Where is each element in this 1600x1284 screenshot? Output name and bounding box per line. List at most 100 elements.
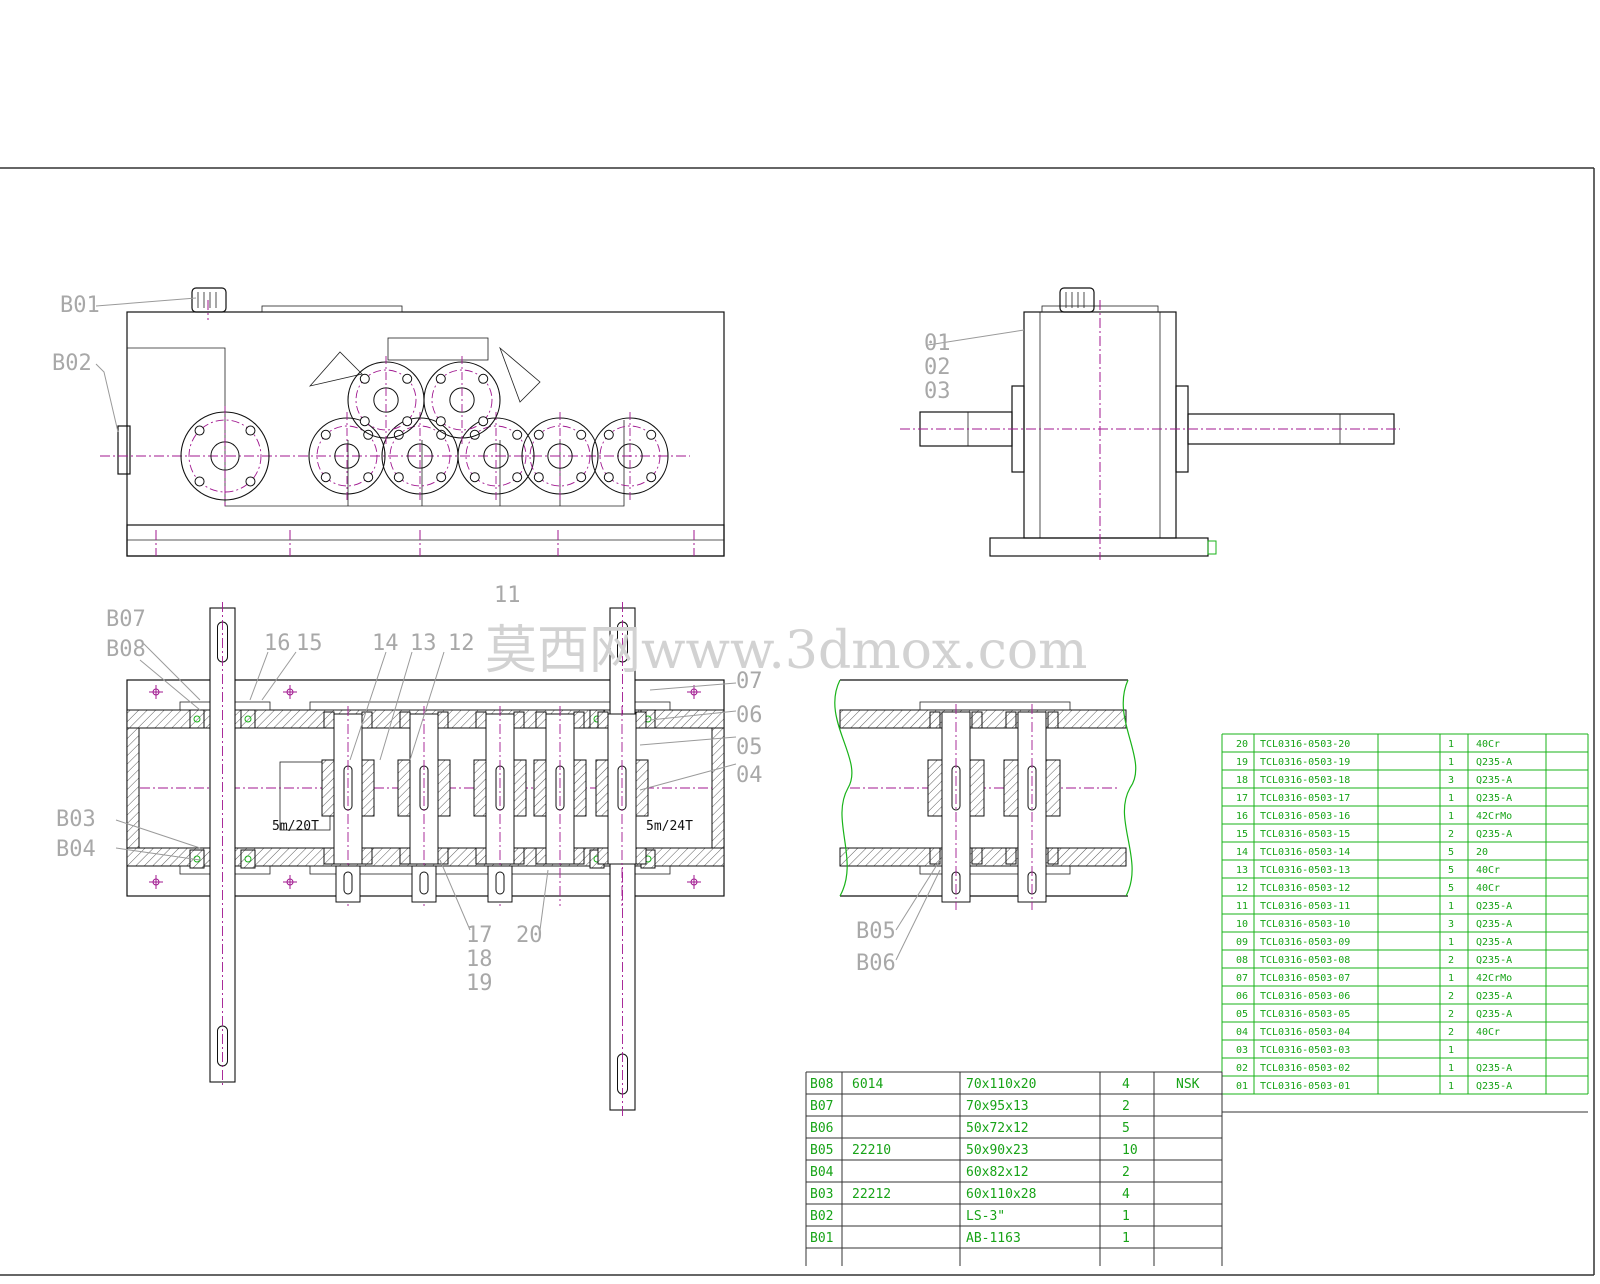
parts-row-no: 19 — [1236, 757, 1248, 768]
gear-bore — [334, 443, 360, 469]
bearing — [535, 711, 547, 729]
std-row-brand: NSK — [1176, 1077, 1200, 1092]
gear-bore — [617, 443, 643, 469]
bolt-hole — [646, 472, 657, 483]
parts-row-qty: 1 — [1448, 901, 1454, 912]
section-view-shafts-gears — [149, 602, 701, 1116]
parts-row-material: Q235-A — [1476, 793, 1512, 804]
std-row-qty: 1 — [1122, 1231, 1130, 1246]
bearing — [437, 847, 449, 865]
parts-row-material: 40Cr — [1476, 1027, 1500, 1038]
seal-ring — [244, 855, 252, 863]
parts-row-no: 05 — [1236, 1009, 1248, 1020]
parts-row-no: 16 — [1236, 811, 1248, 822]
std-row-no: B03 — [810, 1187, 833, 1202]
parts-row-code: TCL0316-0503-14 — [1260, 847, 1350, 858]
gear-note-right: 5m/24T — [646, 819, 693, 834]
bearing — [1005, 847, 1017, 865]
parts-row-material: 40Cr — [1476, 739, 1500, 750]
label-18: 18 — [466, 947, 493, 972]
breather-plug-icon — [191, 287, 227, 313]
parts-row-material: 40Cr — [1476, 865, 1500, 876]
gear-bore — [407, 443, 433, 469]
label-06: 06 — [736, 703, 763, 728]
seal-ring — [244, 715, 252, 723]
bearing — [1047, 711, 1059, 729]
std-row-size: 60x82x12 — [966, 1165, 1029, 1180]
label-12: 12 — [448, 631, 475, 656]
parts-row-qty: 2 — [1448, 1009, 1454, 1020]
watermark-text: 莫西网www.3dmox.com — [485, 621, 1087, 681]
bolt-hole — [603, 429, 614, 440]
label-20: 20 — [516, 923, 543, 948]
parts-row-no: 10 — [1236, 919, 1248, 930]
parts-row-qty: 1 — [1448, 757, 1454, 768]
bolt-hole — [469, 472, 480, 483]
bolt-hole — [245, 476, 256, 487]
label-19: 19 — [466, 971, 493, 996]
parts-row-code: TCL0316-0503-20 — [1260, 739, 1350, 750]
bearing — [971, 711, 983, 729]
label-17: 17 — [466, 923, 493, 948]
parts-row-material: 40Cr — [1476, 883, 1500, 894]
parts-row-code: TCL0316-0503-06 — [1260, 991, 1350, 1002]
part-labels: B01 B02 01 02 03 B07 B08 16 15 14 13 12 … — [52, 293, 951, 996]
bolt-hole — [533, 472, 544, 483]
label-05: 05 — [736, 735, 763, 760]
bearing — [323, 711, 335, 729]
gear-pitch-circle — [465, 425, 527, 487]
bearing — [1005, 711, 1017, 729]
gear-pitch-circle — [599, 425, 661, 487]
std-row-size: 50x90x23 — [966, 1143, 1029, 1158]
bearing — [399, 847, 411, 865]
gear-bore — [547, 443, 573, 469]
seal-ring — [193, 715, 201, 723]
bolt-hole — [320, 429, 331, 440]
shaft-stub — [487, 865, 513, 903]
bearing — [573, 847, 585, 865]
bolt-hole — [245, 425, 256, 436]
std-row-no: B01 — [810, 1231, 833, 1246]
parts-row-material: 20 — [1476, 847, 1488, 858]
bolt-hole — [194, 476, 205, 487]
bearing — [361, 711, 373, 729]
parts-row-code: TCL0316-0503-07 — [1260, 973, 1350, 984]
std-row-qty: 5 — [1122, 1121, 1130, 1136]
parts-row-qty: 1 — [1448, 1081, 1454, 1092]
bearing — [929, 711, 941, 729]
bearing — [189, 709, 205, 729]
label-02: 02 — [924, 355, 951, 380]
std-row-size: 70x95x13 — [966, 1099, 1029, 1114]
parts-row-no: 17 — [1236, 793, 1248, 804]
label-07: 07 — [736, 669, 763, 694]
label-16: 16 — [264, 631, 291, 656]
parts-row-no: 18 — [1236, 775, 1248, 786]
bolt-hole — [320, 472, 331, 483]
gear-bore — [373, 387, 399, 413]
bolt-hole — [402, 373, 413, 384]
bolt-hole — [478, 416, 489, 427]
front-view-gear-circles — [180, 356, 669, 506]
parts-row-no: 08 — [1236, 955, 1248, 966]
parts-row-code: TCL0316-0503-04 — [1260, 1027, 1350, 1038]
parts-row-material: Q235-A — [1476, 757, 1512, 768]
parts-row-code: TCL0316-0503-19 — [1260, 757, 1350, 768]
gear-pitch-circle — [529, 425, 591, 487]
label-14: 14 — [372, 631, 399, 656]
bolt-hole — [478, 373, 489, 384]
parts-row-code: TCL0316-0503-01 — [1260, 1081, 1350, 1092]
parts-row-no: 03 — [1236, 1045, 1248, 1056]
parts-row-no: 14 — [1236, 847, 1248, 858]
bolt-hole — [194, 425, 205, 436]
gear-pitch-circle — [355, 369, 417, 431]
bolt-hole — [576, 429, 587, 440]
gear-bore — [449, 387, 475, 413]
label-15: 15 — [296, 631, 323, 656]
shaft-keyway — [419, 871, 429, 895]
bearing — [399, 711, 411, 729]
bolt-hole — [435, 373, 446, 384]
parts-row-material: Q235-A — [1476, 775, 1512, 786]
bolt-hole — [359, 373, 370, 384]
parts-row-code: TCL0316-0503-11 — [1260, 901, 1350, 912]
